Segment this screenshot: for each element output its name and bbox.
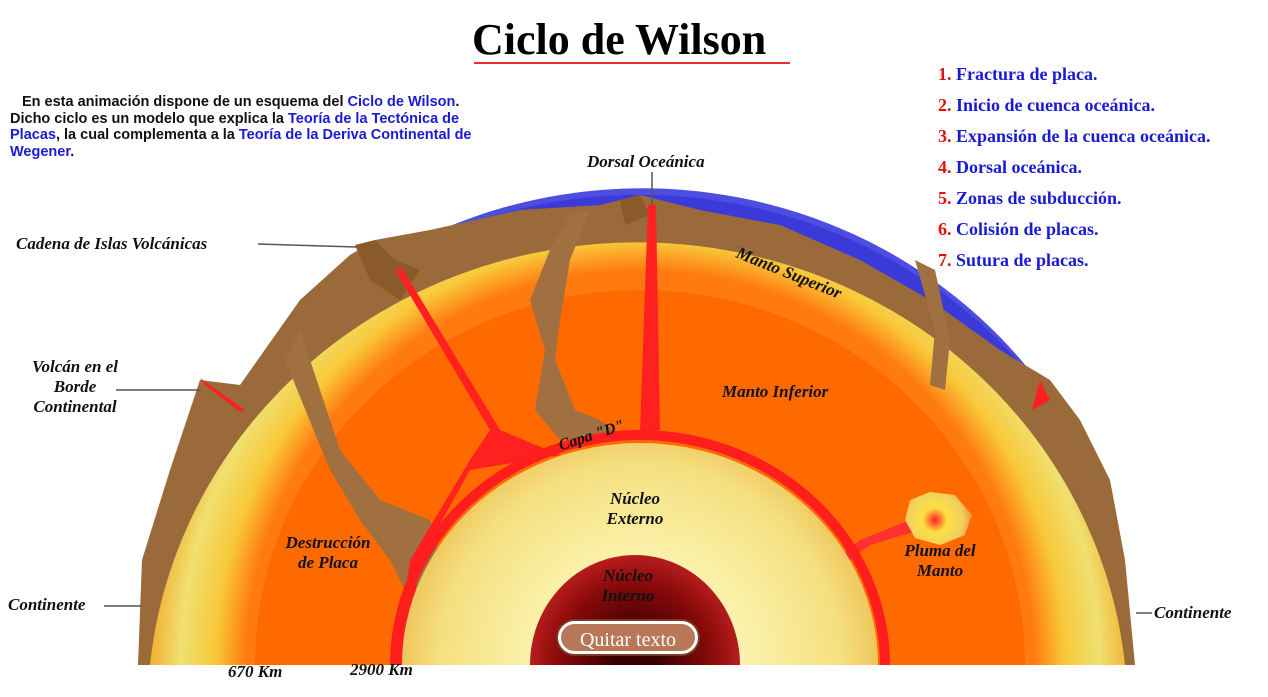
label-dorsal-oceanica: Dorsal Oceánica xyxy=(587,152,705,171)
quitar-texto-button[interactable]: Quitar texto xyxy=(558,621,698,654)
intro-text: En esta animación dispone de un esquema … xyxy=(10,94,472,160)
center-subducting-slab xyxy=(530,210,620,440)
steps-list: 1. Fractura de placa. 2. Inicio de cuenc… xyxy=(938,62,1211,279)
right-subducting-slab xyxy=(915,260,950,390)
label-continente-right: Continente xyxy=(1154,603,1232,622)
island-arc-magma xyxy=(395,268,560,665)
link-teoria-deriva[interactable]: Teoría de la Deriva Continental de Wegen… xyxy=(10,127,472,160)
islas-leader-line xyxy=(257,243,357,248)
label-volcan-borde: Volcán en el Borde Continental xyxy=(32,357,118,416)
step-item[interactable]: 6. Colisión de placas. xyxy=(938,219,1099,239)
label-nucleo-externo: Núcleo Externo xyxy=(606,489,664,528)
step-item[interactable]: 7. Sutura de placas. xyxy=(938,250,1089,270)
label-destruccion-placa: Destrucción de Placa xyxy=(285,533,371,572)
step-item[interactable]: 1. Fractura de placa. xyxy=(938,64,1098,84)
step-item[interactable]: 5. Zonas de subducción. xyxy=(938,188,1122,208)
label-670-km: 670 Km xyxy=(228,662,283,681)
label-pluma-manto: Pluma del Manto xyxy=(904,541,976,580)
label-nucleo-interno: Núcleo Interno xyxy=(601,566,655,605)
link-ciclo-de-wilson[interactable]: Ciclo de Wilson xyxy=(347,94,456,110)
mantle-plume xyxy=(905,492,972,545)
step-item[interactable]: 3. Expansión de la cuenca oceánica. xyxy=(938,126,1211,146)
label-continente-left: Continente xyxy=(8,595,86,614)
link-teoria-tectonica[interactable]: Teoría de la Tectónica de Placas xyxy=(10,110,460,144)
outer-core xyxy=(402,443,878,665)
step-item[interactable]: 4. Dorsal oceánica. xyxy=(938,157,1082,177)
title-underline xyxy=(474,62,790,64)
label-cadena-islas: Cadena de Islas Volcánicas xyxy=(16,234,208,253)
mid-ocean-ridge-magma xyxy=(640,205,660,432)
label-manto-inferior: Manto Inferior xyxy=(722,382,829,401)
page-title: Ciclo de Wilson xyxy=(472,15,767,64)
step-item[interactable]: 2. Inicio de cuenca oceánica. xyxy=(938,95,1155,115)
label-2900-km: 2900 Km xyxy=(350,660,413,679)
left-subducting-slab xyxy=(285,330,440,600)
